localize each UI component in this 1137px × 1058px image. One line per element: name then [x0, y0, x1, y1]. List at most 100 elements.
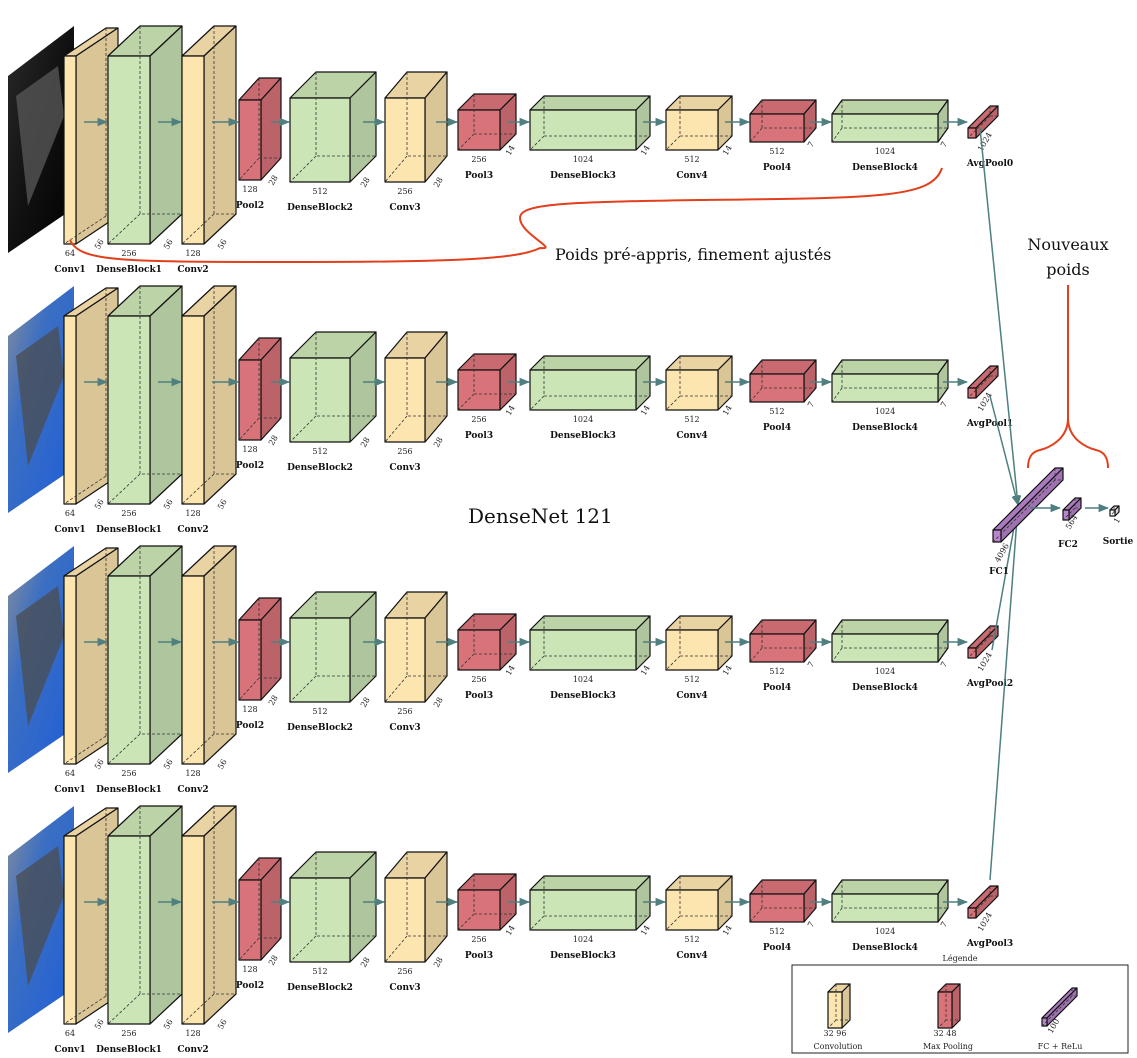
- layer-dim: 56: [162, 498, 175, 511]
- layer-label: Conv1: [54, 785, 85, 795]
- layer-dim: 7: [806, 920, 816, 929]
- layer-label: DenseBlock4: [852, 423, 918, 433]
- layer-label: Pool2: [236, 981, 264, 991]
- layer-conv3: [385, 852, 447, 962]
- layer-dim: 256: [121, 769, 136, 778]
- layer-dim: 7: [939, 400, 949, 409]
- layer-dim: 1024: [573, 415, 593, 424]
- layer-label: DenseBlock2: [287, 723, 353, 733]
- layer-label: DenseBlock1: [96, 525, 162, 535]
- layer-pool4: [750, 100, 816, 142]
- pretrained-weights-label: Poids pré-appris, finement ajustés: [555, 245, 831, 264]
- layer-pool2: [239, 598, 281, 700]
- legend-dim: 32 48: [934, 1029, 957, 1038]
- layer-dim: 7: [939, 140, 949, 149]
- layer-dim: 14: [504, 924, 517, 937]
- layer-dim: 256: [471, 415, 486, 424]
- layer-dim: 128: [242, 705, 257, 714]
- layer-dim: 56: [93, 758, 106, 771]
- layer-dim: 56: [93, 498, 106, 511]
- layer-denseblock2: [290, 592, 376, 702]
- legend-conv-icon: [828, 984, 850, 1028]
- layer-label: Conv2: [177, 1045, 208, 1054]
- legend-label: Convolution: [814, 1042, 863, 1051]
- layer-label: Conv3: [389, 463, 420, 473]
- fc1-layer: [993, 468, 1063, 542]
- layer-label: AvgPool1: [966, 419, 1013, 429]
- layer-label: Pool4: [763, 423, 791, 433]
- layer-dim: 56: [162, 238, 175, 251]
- layer-dim: 28: [432, 436, 445, 449]
- layer-denseblock1: [108, 806, 182, 1024]
- layer-dim: 56: [93, 1018, 106, 1031]
- legend-title: Légende: [943, 954, 978, 963]
- layer-dim: 28: [432, 956, 445, 969]
- layer-conv2: [182, 286, 236, 504]
- layer-denseblock3: [530, 876, 650, 930]
- layer-label: Conv1: [54, 525, 85, 535]
- layer-dim: 128: [185, 769, 200, 778]
- layer-dim: 256: [397, 967, 412, 976]
- layer-denseblock4: [832, 880, 948, 922]
- layer-label: Conv3: [389, 983, 420, 993]
- layer-dim: 512: [769, 407, 784, 416]
- layer-dim: 128: [242, 965, 257, 974]
- layer-dim: 56: [162, 758, 175, 771]
- layer-dim: 28: [432, 696, 445, 709]
- layer-label: Pool2: [236, 461, 264, 471]
- layer-dim: 56: [216, 1018, 229, 1031]
- layer-pool2: [239, 858, 281, 960]
- layer-dim: 512: [769, 927, 784, 936]
- layer-dim: 64: [65, 509, 75, 518]
- layer-dim: 1024: [875, 927, 895, 936]
- network-name: DenseNet 121: [468, 504, 613, 528]
- layer-label: Pool3: [465, 431, 493, 441]
- layer-denseblock1: [108, 546, 182, 764]
- layer-dim: 1024: [573, 675, 593, 684]
- layer-dim: 128: [242, 185, 257, 194]
- layer-conv2: [182, 26, 236, 244]
- layer-avgpool: [968, 886, 998, 918]
- layer-dim: 512: [312, 187, 327, 196]
- layer-label: Conv3: [389, 203, 420, 213]
- layer-denseblock2: [290, 332, 376, 442]
- layer-dim: 56: [216, 238, 229, 251]
- layer-dim: 28: [267, 694, 280, 707]
- layer-dim: 256: [121, 249, 136, 258]
- layer-label: Conv4: [676, 431, 707, 441]
- layer-label: DenseBlock3: [550, 691, 616, 701]
- layer-dim: 1024: [573, 935, 593, 944]
- layer-dim: 28: [359, 956, 372, 969]
- layer-label: Conv4: [676, 691, 707, 701]
- branch-2: 6456Conv125656DenseBlock112856Conv212828…: [8, 546, 1013, 795]
- layer-pool3: [458, 354, 516, 410]
- layer-label: Conv4: [676, 951, 707, 961]
- layer-pool2: [239, 78, 281, 180]
- layer-dim: 28: [359, 436, 372, 449]
- layer-dim: 14: [504, 404, 517, 417]
- layer-dim: 128: [185, 249, 200, 258]
- new-weights-label-line1: Nouveaux: [1027, 235, 1108, 254]
- layer-dim: 256: [471, 675, 486, 684]
- layer-dim: 28: [359, 696, 372, 709]
- layer-pool4: [750, 620, 816, 662]
- layer-dim: 512: [684, 155, 699, 164]
- output-label: Sortie: [1103, 537, 1134, 547]
- layer-denseblock4: [832, 360, 948, 402]
- layer-dim: 28: [432, 176, 445, 189]
- layer-label: DenseBlock4: [852, 163, 918, 173]
- layer-label: DenseBlock4: [852, 943, 918, 953]
- layer-dim: 512: [312, 447, 327, 456]
- legend-pool-icon: [938, 984, 960, 1028]
- layer-dim: 128: [242, 445, 257, 454]
- output-dim: 1: [1112, 516, 1122, 525]
- layer-denseblock3: [530, 356, 650, 410]
- layer-denseblock3: [530, 616, 650, 670]
- merge-arrow: [980, 128, 1018, 505]
- layer-label: Conv2: [177, 265, 208, 275]
- layer-dim: 28: [267, 434, 280, 447]
- layer-dim: 14: [504, 664, 517, 677]
- layer-dim: 128: [185, 1029, 200, 1038]
- layer-label: Pool4: [763, 163, 791, 173]
- layer-label: DenseBlock2: [287, 983, 353, 993]
